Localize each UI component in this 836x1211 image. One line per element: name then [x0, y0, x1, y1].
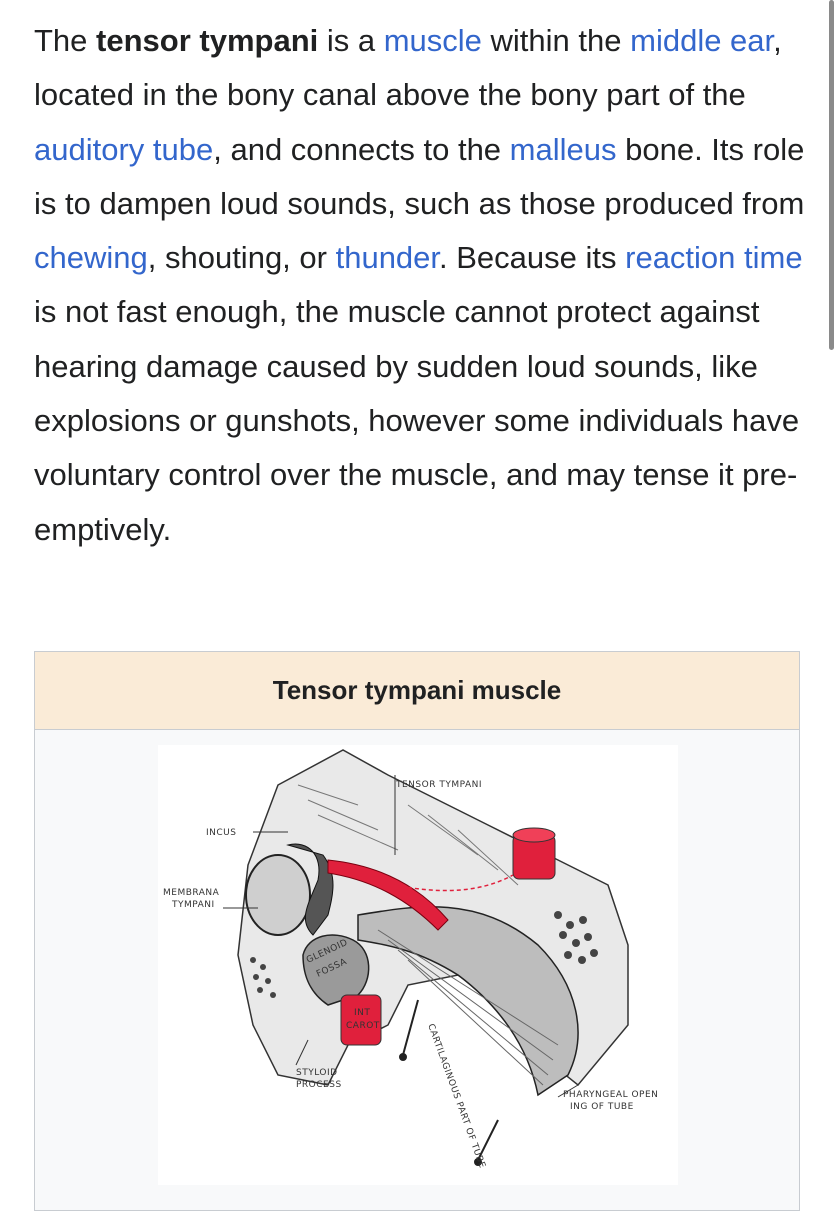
link-auditory-tube[interactable]: auditory tube — [34, 131, 214, 167]
label-carot: CAROT — [346, 1021, 380, 1031]
bone-hatching — [297, 784, 519, 886]
tube-striations — [377, 929, 559, 1086]
auditory-tube — [357, 906, 579, 1097]
label-int: INT — [354, 1008, 370, 1018]
carotid-top-cap — [512, 827, 556, 843]
link-chewing[interactable]: chewing — [34, 240, 148, 276]
label-incus: INCUS — [206, 828, 236, 838]
infobox: Tensor tympani muscle — [34, 651, 800, 1211]
infobox-title: Tensor tympani muscle — [35, 652, 799, 730]
porous-bone — [250, 911, 598, 998]
text-segment: is not fast enough, the muscle cannot pr… — [34, 294, 800, 547]
anatomy-illustration[interactable]: TENSOR TYMPANI INCUS MEMBRANA TYMPANI GL… — [158, 745, 678, 1185]
text-segment: , located in the bony canal above the bo… — [34, 23, 782, 113]
carotid-cylinder-bottom — [340, 994, 382, 1046]
probe-pins — [399, 999, 499, 1166]
link-malleus[interactable]: malleus — [509, 131, 617, 167]
label-process: PROCESS — [296, 1080, 342, 1090]
dashed-outline — [332, 869, 514, 892]
tensor-tympani-muscle — [327, 859, 449, 931]
text-segment: within the — [481, 23, 631, 58]
label-tensor-tympani: TENSOR TYMPANI — [395, 780, 482, 790]
label-pharyngeal-1: PHARYNGEAL OPEN — [563, 1090, 658, 1100]
text-segment: bone. Its role is to dampen loud sounds,… — [34, 131, 805, 221]
text-segment: , shouting, or — [147, 240, 336, 276]
label-styloid: STYLOID — [296, 1068, 338, 1078]
text-segment: The — [34, 23, 97, 58]
label-tympani: TYMPANI — [171, 900, 215, 910]
scrollbar[interactable] — [829, 0, 834, 350]
tympanic-membrane — [245, 854, 311, 936]
anatomy-drawing: TENSOR TYMPANI INCUS MEMBRANA TYMPANI GL… — [163, 749, 658, 1170]
link-muscle[interactable]: muscle — [383, 23, 482, 58]
link-thunder[interactable]: thunder — [335, 240, 440, 276]
link-middle-ear[interactable]: middle ear — [630, 23, 774, 58]
text-segment: . Because its — [439, 240, 626, 276]
glenoid-fossa — [302, 934, 370, 1006]
label-membrana: MEMBRANA — [163, 888, 220, 898]
leader-lines — [223, 775, 579, 1098]
text-segment: is a — [318, 23, 384, 58]
text-segment: , and connects to the — [213, 131, 510, 167]
bold-term-tensor-tympani: tensor tympani — [96, 23, 319, 58]
link-reaction-time[interactable]: reaction time — [625, 240, 803, 276]
label-pharyngeal-2: ING OF TUBE — [570, 1102, 634, 1112]
label-cartilaginous: CARTILAGINOUS PART OF TUBE — [425, 1023, 487, 1170]
article-paragraph: The tensor tympani is a muscle within th… — [34, 14, 809, 557]
ossicles — [286, 843, 334, 936]
